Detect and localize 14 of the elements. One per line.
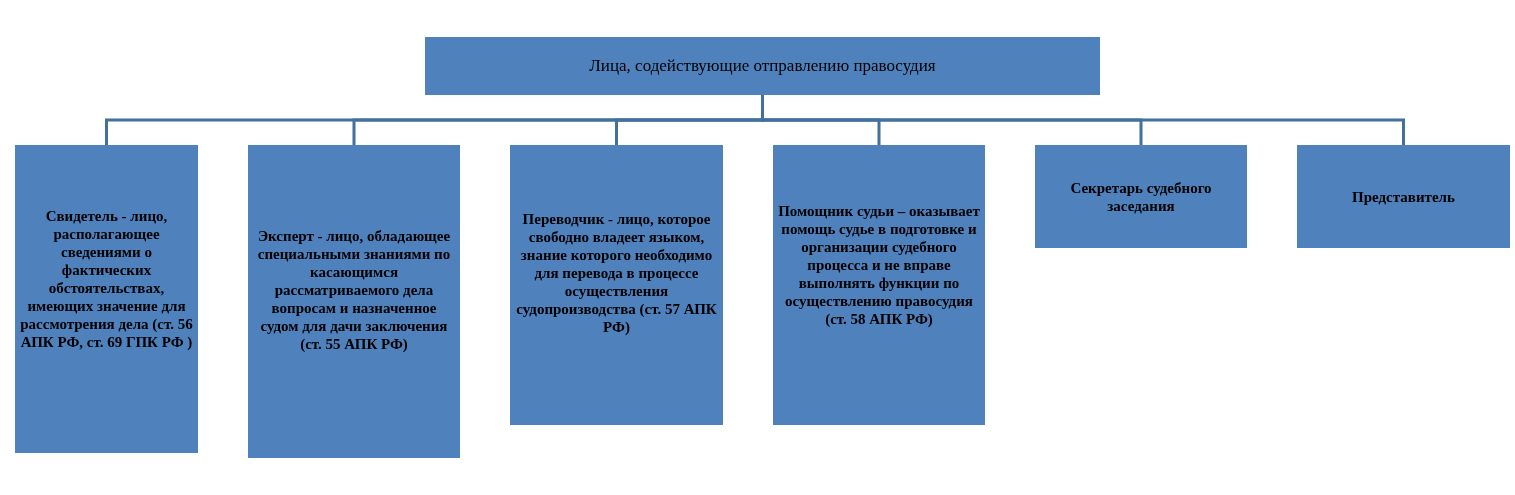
- box-text: Эксперт - лицо, обладающее специальными знаниями по касающимся рассматриваемого дела вопросам и назначенное судом для дачи заключения (ст. 55 АПК РФ): [256, 226, 452, 353]
- box-text: Помощник судьи – оказывает помощь судье в подготовке и организации судебного процесса и не вправе выполнять функции по осуществлению правосудия (ст. 58 АПК РФ): [777, 202, 981, 328]
- role-box: [773, 145, 985, 425]
- box-text: Свидетель - лицо, располагающее сведениями о фактических обстоятельствах, имеющих значение для рассмотрения дела (ст. 56 АПК РФ, ст. 69 ГПК РФ ): [19, 207, 194, 351]
- role-box: [1297, 145, 1510, 248]
- box-text: Переводчик - лицо, которое свободно владеет языком, знание которого необходимо для перевода в процессе осуществления судопроизводства (ст. 57 АПК РФ): [515, 210, 718, 336]
- heading-box: [425, 37, 1100, 95]
- box-text: Лица, содействующие отправлению правосудия: [589, 57, 936, 75]
- role-box: [1035, 145, 1247, 248]
- role-box: [15, 145, 198, 453]
- role-box: [248, 145, 460, 458]
- box-text: Представитель: [1352, 187, 1455, 206]
- role-box: [510, 145, 723, 425]
- box-text: Секретарь судебного заседания: [1069, 178, 1213, 215]
